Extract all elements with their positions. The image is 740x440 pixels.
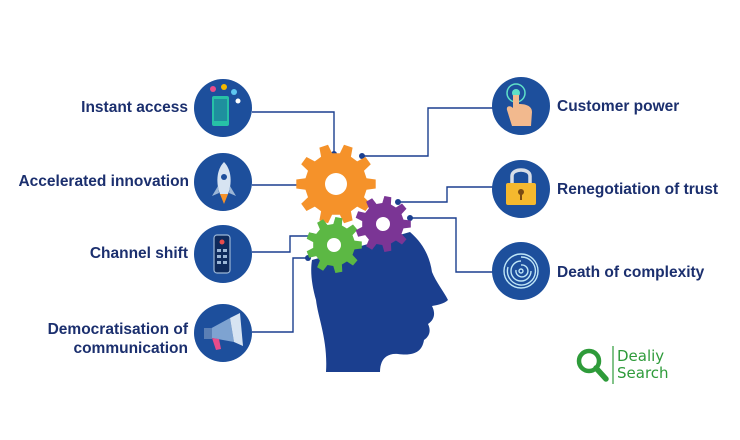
gears-group xyxy=(296,144,411,273)
search-logo-icon xyxy=(576,346,614,384)
icon-channel-shift xyxy=(194,225,252,283)
watermark-line1: Dealiy xyxy=(617,347,665,365)
gear-purple-hole xyxy=(376,217,390,231)
icon-renegotiation-of-trust xyxy=(492,160,550,218)
connector-customer-power xyxy=(362,107,494,157)
watermark-text: Dealiy Search xyxy=(617,348,669,382)
connector-death-of-complexity xyxy=(410,217,494,273)
connector-lines xyxy=(252,107,494,333)
connector-instant-access xyxy=(252,111,335,154)
gear-orange-hole xyxy=(325,173,347,195)
label-democratisation-line2: communication xyxy=(73,340,188,357)
label-channel-shift: Channel shift xyxy=(89,245,188,262)
icon-customer-power xyxy=(492,77,550,135)
label-customer-power: Customer power xyxy=(557,98,680,115)
icon-democratisation xyxy=(194,304,252,362)
label-democratisation-line1: Democratisation of xyxy=(47,321,188,338)
label-instant-access: Instant access xyxy=(81,99,188,116)
icon-accelerated-innovation xyxy=(194,153,252,211)
label-renegotiation-of-trust: Renegotiation of trust xyxy=(557,181,719,198)
label-accelerated-innovation: Accelerated innovation xyxy=(18,173,189,190)
label-death-of-complexity: Death of complexity xyxy=(557,264,705,281)
icon-death-of-complexity xyxy=(492,242,550,300)
head-silhouette xyxy=(311,232,448,372)
connector-renegotiation xyxy=(398,186,494,203)
connector-democratisation xyxy=(252,257,308,333)
watermark-line2: Search xyxy=(617,364,669,382)
gear-green-hole xyxy=(327,238,341,252)
label-democratisation: Democratisation of communication xyxy=(48,320,188,358)
connector-channel-shift xyxy=(252,235,312,253)
icon-instant-access xyxy=(194,79,252,137)
